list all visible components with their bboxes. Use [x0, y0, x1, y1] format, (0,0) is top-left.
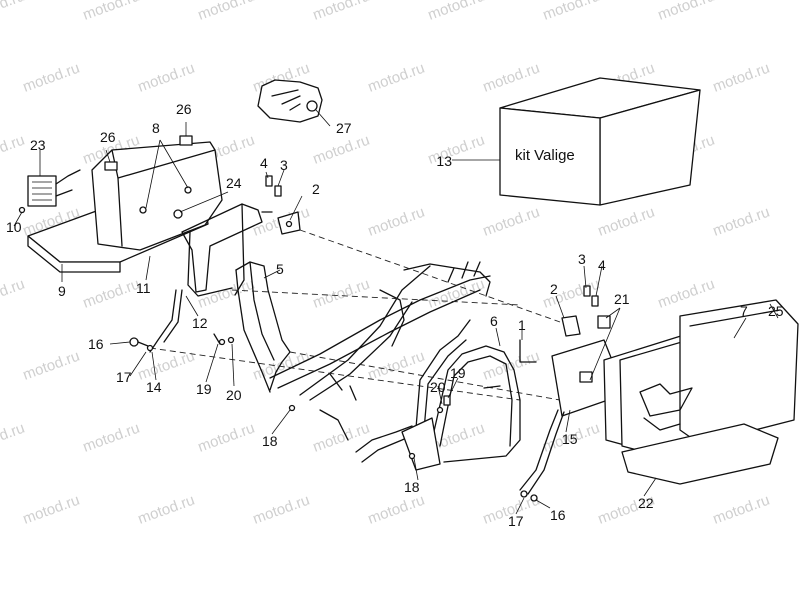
part-2-bracket-right — [561, 315, 581, 337]
right-side-case — [603, 299, 799, 485]
part-21 — [597, 315, 611, 329]
watermark-text-35: motod.ru — [21, 348, 82, 384]
watermark-text-31: motod.ru — [311, 276, 372, 312]
callout-11: 11 — [136, 280, 151, 296]
watermark-text-38: motod.ru — [366, 348, 427, 384]
watermark-text-1: motod.ru — [81, 0, 142, 24]
callout-5: 5 — [276, 261, 284, 277]
alignment-lines — [149, 229, 561, 401]
part-1-bracket — [519, 339, 537, 363]
callout-12: 12 — [192, 315, 208, 331]
watermark-text-14: motod.ru — [0, 132, 27, 168]
callout-labels: 13 27 26 26 8 23 10 9 11 24 4 3 2 5 12 1… — [6, 101, 784, 529]
kit-valige-box: kit Valige — [499, 77, 701, 206]
callout-19-right: 19 — [450, 365, 466, 381]
watermark-text-26: motod.ru — [596, 204, 657, 240]
callout-16-right: 16 — [550, 507, 566, 523]
leader-lines — [13, 109, 779, 515]
watermark-text-7: motod.ru — [21, 60, 82, 96]
callout-4-right: 4 — [598, 257, 606, 273]
callout-1: 1 — [518, 317, 526, 333]
callout-21: 21 — [614, 291, 630, 307]
callout-20-right: 20 — [430, 379, 446, 395]
callout-13: 13 — [436, 153, 452, 169]
callout-26-left: 26 — [100, 129, 116, 145]
watermark-text-10: motod.ru — [366, 60, 427, 96]
watermark-text-24: motod.ru — [366, 204, 427, 240]
callout-3-left: 3 — [280, 157, 288, 173]
callout-2-left: 2 — [312, 181, 320, 197]
watermark-text-17: motod.ru — [311, 132, 372, 168]
callout-3-right: 3 — [578, 251, 586, 267]
main-frame — [269, 261, 491, 463]
left-rack-frame — [149, 203, 273, 353]
part-23-pouch — [27, 169, 81, 207]
watermark-text-18: motod.ru — [426, 132, 487, 168]
callout-8: 8 — [152, 120, 160, 136]
callout-17-left: 17 — [116, 369, 132, 385]
callout-22: 22 — [638, 495, 654, 511]
callout-18-left: 18 — [262, 433, 278, 449]
watermark-text-13: motod.ru — [711, 60, 772, 96]
watermark-text-34: motod.ru — [656, 276, 717, 312]
callout-10: 10 — [6, 219, 22, 235]
watermark-text-30: motod.ru — [196, 276, 257, 312]
callout-4-left: 4 — [260, 155, 268, 171]
watermark-text-43: motod.ru — [81, 420, 142, 456]
watermark-text-42: motod.ru — [0, 420, 27, 456]
callout-23: 23 — [30, 137, 46, 153]
watermark-text-5: motod.ru — [541, 0, 602, 24]
watermark-text-55: motod.ru — [711, 492, 772, 528]
watermark-text-4: motod.ru — [426, 0, 487, 24]
watermark-text-27: motod.ru — [711, 204, 772, 240]
watermark-text-50: motod.ru — [136, 492, 197, 528]
left-side-case — [27, 135, 223, 273]
callout-20-left: 20 — [226, 387, 242, 403]
callout-7: 7 — [740, 303, 748, 319]
watermark-text-51: motod.ru — [251, 492, 312, 528]
right-fasteners — [408, 385, 538, 502]
callout-15: 15 — [562, 431, 578, 447]
part-27-bag — [257, 79, 323, 123]
callout-2-right: 2 — [550, 281, 558, 297]
callout-17-right: 17 — [508, 513, 524, 529]
left-bolts-3-4 — [265, 175, 282, 197]
callout-6: 6 — [490, 313, 498, 329]
callout-9: 9 — [58, 283, 66, 299]
callout-19-left: 19 — [196, 381, 212, 397]
watermark-text-8: motod.ru — [136, 60, 197, 96]
kit-box-label: kit Valige — [515, 147, 575, 164]
watermark-text-49: motod.ru — [21, 492, 82, 528]
callout-14: 14 — [146, 379, 162, 395]
watermark-text-25: motod.ru — [481, 204, 542, 240]
watermark-text-28: motod.ru — [0, 276, 27, 312]
right-bolts-3-4 — [583, 285, 599, 307]
callout-24: 24 — [226, 175, 242, 191]
callout-18-right: 18 — [404, 479, 420, 495]
watermark-text-3: motod.ru — [311, 0, 372, 24]
watermark-text-36: motod.ru — [136, 348, 197, 384]
part-5-bar — [235, 261, 291, 393]
callout-26-right: 26 — [176, 101, 192, 117]
watermark-text-0: motod.ru — [0, 0, 27, 24]
part-10-screw — [18, 206, 26, 214]
watermark-text-52: motod.ru — [366, 492, 427, 528]
callout-16-left: 16 — [88, 336, 104, 352]
watermark-text-29: motod.ru — [81, 276, 142, 312]
watermark-text-11: motod.ru — [481, 60, 542, 96]
left-fasteners — [129, 333, 296, 412]
watermark-text-2: motod.ru — [196, 0, 257, 24]
watermark-text-45: motod.ru — [311, 420, 372, 456]
callout-25: 25 — [768, 303, 784, 319]
callout-27: 27 — [336, 120, 352, 136]
watermark-text-44: motod.ru — [196, 420, 257, 456]
watermark-text-6: motod.ru — [656, 0, 717, 24]
right-rack-frame — [519, 339, 613, 495]
